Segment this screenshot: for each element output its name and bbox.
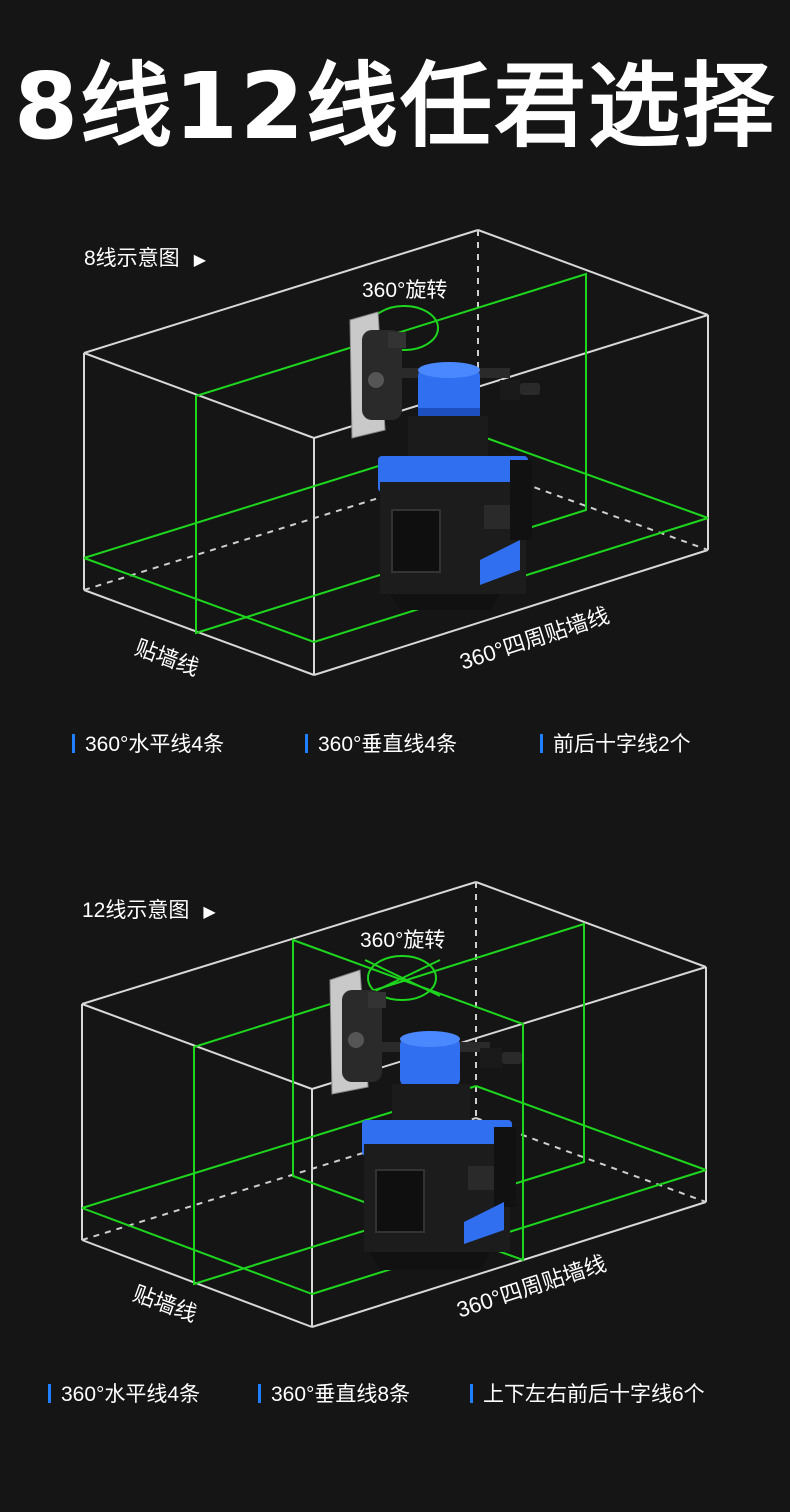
laser-horizontal-line [83, 557, 315, 643]
rotate-caption: 360°旋转 [362, 279, 448, 302]
box-edge [313, 549, 709, 676]
section-12-line: 12线示意图▶ 360°旋转 贴墙线 360°四周贴墙线 360°水平线4条 3… [0, 872, 790, 1512]
feature-text: 360°垂直线4条 [318, 733, 458, 756]
feature-text: 前后十字线2个 [553, 733, 691, 756]
feature-text: 360°水平线4条 [61, 1383, 201, 1406]
feature-item: 上下左右前后十字线6个 [470, 1378, 705, 1408]
laser-vertical-plane [292, 938, 524, 1262]
rotate-caption: 360°旋转 [360, 929, 446, 952]
box-edge [83, 229, 479, 354]
laser-horizontal-line [81, 1207, 313, 1295]
wall-mount-bracket [329, 969, 386, 1095]
feature-text: 360°垂直线8条 [271, 1383, 411, 1406]
feature-item: 360°垂直线8条 [258, 1378, 410, 1408]
box-hidden-edge [81, 1117, 477, 1241]
accent-bar [540, 733, 543, 753]
accent-bar [258, 1383, 261, 1403]
laser-level-device [378, 362, 540, 610]
box-edge [311, 1201, 707, 1328]
play-triangle-icon: ▶ [203, 904, 216, 921]
section-8-line: 8线示意图▶ 360°旋转 贴墙线 360°四周贴墙线 360°水平线4条 36… [0, 220, 790, 860]
section-label-text: 8线示意图 [84, 247, 180, 270]
accent-bar [72, 733, 75, 753]
accent-bar [305, 733, 308, 753]
box-edge [81, 881, 477, 1005]
feature-text: 上下左右前后十字线6个 [483, 1383, 705, 1406]
feature-item: 360°水平线4条 [72, 728, 224, 758]
feature-item: 前后十字线2个 [540, 728, 691, 758]
play-triangle-icon: ▶ [193, 252, 206, 269]
rotation-circle [367, 955, 437, 1001]
laser-diagram-12 [81, 881, 707, 1328]
feature-item: 360°垂直线4条 [305, 728, 457, 758]
laser-diagram-8 [83, 229, 709, 676]
wall-mount-bracket [349, 311, 406, 439]
laser-horizontal-line [477, 434, 709, 519]
accent-bar [48, 1383, 51, 1403]
feature-list: 360°水平线4条 360°垂直线8条 上下左右前后十字线6个 [0, 1378, 790, 1418]
box-edge [477, 229, 709, 316]
box-hidden-edge [83, 466, 479, 591]
feature-list: 360°水平线4条 360°垂直线4条 前后十字线2个 [0, 728, 790, 768]
laser-level-device [362, 1031, 522, 1270]
section-label-text: 12线示意图 [82, 899, 190, 922]
laser-horizontal-line [475, 1085, 707, 1171]
laser-ceiling-cross [364, 959, 441, 997]
laser-vertical-plane [193, 922, 585, 1286]
page-title: 8线12线任君选择 [13, 53, 777, 160]
section-label: 8线示意图 ▶ [84, 242, 206, 272]
feature-text: 360°水平线4条 [85, 733, 225, 756]
laser-vertical-plane [195, 272, 587, 635]
section-label: 12线示意图 ▶ [82, 894, 216, 924]
accent-bar [470, 1383, 473, 1403]
box-edge [475, 881, 707, 968]
feature-item: 360°水平线4条 [48, 1378, 200, 1408]
